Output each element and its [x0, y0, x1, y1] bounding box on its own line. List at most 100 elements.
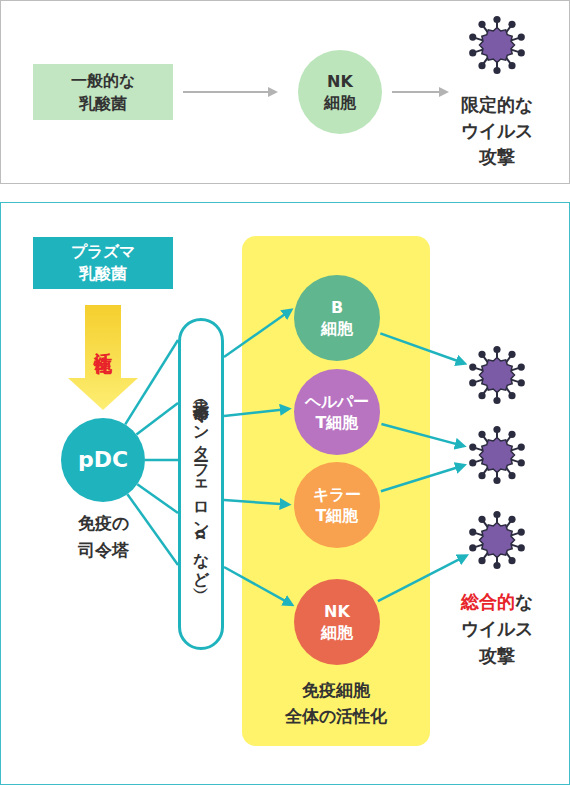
node-label: NK 細胞: [321, 601, 353, 643]
virus-spike-tip: [508, 62, 515, 69]
virus-spike-tip: [469, 444, 476, 451]
circle-fill: [294, 369, 380, 455]
virus-spike-tip: [478, 392, 485, 399]
caption-area: 免疫細胞 全体の活性化: [285, 677, 387, 729]
cell-circle-outline: [294, 462, 380, 548]
virus-spike-tip: [508, 431, 515, 438]
connector-arrow: [136, 403, 178, 435]
virus-spike-tip: [478, 21, 485, 28]
virus-spike-tip: [469, 364, 476, 371]
text-area: ヘルパー T細胞: [294, 369, 380, 455]
node-caption: 免疫の 司令塔: [78, 513, 129, 560]
virus-icon: [467, 425, 527, 485]
node-label: ヘルパー T細胞: [305, 391, 369, 433]
connector-arrow: [145, 459, 178, 462]
cell-circle: NK 細胞: [294, 579, 380, 665]
cell-circle: キラー T細胞: [294, 462, 380, 548]
virus-spike-tip: [478, 431, 485, 438]
source-box: 一般的な 乳酸菌: [33, 64, 173, 120]
connector-arrow: [125, 340, 178, 424]
caption-area: 免疫の 司令塔: [78, 510, 129, 564]
virus-spike-tip: [493, 477, 500, 484]
connector-arrow: [127, 494, 178, 565]
cell-circle-outline: [294, 275, 380, 361]
virus-spike-tip: [478, 472, 485, 479]
text-area: プラズマ 乳酸菌: [33, 237, 173, 289]
virus-icon-outline: [467, 345, 527, 405]
virus-icon: [469, 346, 525, 404]
node-label: 指示・命令（インターフェロンαなど）: [191, 389, 211, 580]
virus-spike-tip: [493, 16, 500, 23]
virus-spike-tip: [508, 516, 515, 523]
text-area: NK 細胞: [298, 50, 382, 134]
caption-area: 総合的な ウイルス 攻撃: [461, 588, 533, 669]
cell-circle: B 細胞: [294, 275, 380, 361]
virus-spike-tip: [469, 459, 476, 466]
virus-body: [480, 358, 515, 393]
virus-spike-tip: [518, 544, 525, 551]
band-fill: [242, 236, 430, 746]
virus-spike-tip: [508, 351, 515, 358]
virus-spike-tip: [478, 351, 485, 358]
virus-spike-tip: [493, 511, 500, 518]
node-label: 一般的な 乳酸菌: [71, 69, 135, 115]
virus-icon: [469, 426, 525, 484]
virus-spike-tip: [508, 472, 515, 479]
virus-spike-tip: [518, 379, 525, 386]
virus-icon-outline: [467, 15, 527, 75]
virus-spike-tip: [493, 397, 500, 404]
virus-icon-outline: [467, 510, 527, 570]
virus-spike-tip: [493, 67, 500, 74]
cell-circle: ヘルパー T細胞: [294, 369, 380, 455]
circle-fill: [298, 50, 382, 134]
panel-border: [1, 1, 570, 184]
virus-spike-tip: [518, 444, 525, 451]
source-box: プラズマ 乳酸菌: [33, 237, 173, 289]
node-label: pDC: [78, 447, 128, 473]
virus-spike-tip: [478, 557, 485, 564]
highlight-band: 免疫細胞 全体の活性化 B 細胞ヘルパー T細胞キラー T細胞 NK 細胞: [242, 236, 430, 746]
virus-spike-tip: [508, 21, 515, 28]
virus-spike-tip: [518, 49, 525, 56]
pill-outline: [180, 320, 223, 649]
virus-spike-tip: [469, 34, 476, 41]
text-area: pDC: [61, 418, 145, 502]
virus-body: [480, 523, 515, 558]
edge-label: 活性化: [93, 339, 113, 345]
virus-spike-tip: [518, 364, 525, 371]
circle-fill: [61, 418, 145, 502]
virus-spike-tip: [478, 516, 485, 523]
signal-pill: 指示・命令（インターフェロンαなど）: [178, 318, 224, 650]
panel-border: [1, 203, 570, 785]
circle-fill: [294, 275, 380, 361]
caption-area: 限定的な ウイルス 攻撃: [461, 92, 533, 170]
virus-spike-tip: [478, 62, 485, 69]
virus-spike-tip: [508, 557, 515, 564]
virus-spike-tip: [493, 562, 500, 569]
virus-spike-tip: [493, 346, 500, 353]
circle-fill: [294, 462, 380, 548]
cell-circle: NK 細胞: [298, 50, 382, 134]
commander-circle: pDC免疫の 司令塔: [61, 418, 145, 502]
node-label: キラー T細胞: [313, 484, 361, 526]
virus-spike-tip: [518, 459, 525, 466]
virus-icon: 総合的な ウイルス 攻撃: [467, 510, 527, 570]
connector-arrow: [137, 484, 178, 513]
cell-circle-outline: [294, 579, 380, 665]
text-area: 指示・命令（インターフェロンαなど）: [178, 318, 224, 650]
virus-body: [480, 28, 515, 63]
node-label: NK 細胞: [324, 71, 356, 113]
virus-spike-tip: [469, 544, 476, 551]
activation-arrow: [68, 305, 138, 410]
virus-spike-tip: [469, 379, 476, 386]
text-area: キラー T細胞: [294, 462, 380, 548]
connector-arrow: [183, 91, 274, 93]
node-label: プラズマ 乳酸菌: [71, 241, 135, 285]
virus-icon: 限定的な ウイルス 攻撃: [467, 15, 527, 75]
virus-icon-outline: [467, 425, 527, 485]
virus-icon: [469, 511, 525, 569]
virus-spike-tip: [518, 34, 525, 41]
cell-circle-outline: [294, 369, 380, 455]
cell-circle-outline: [298, 50, 382, 134]
